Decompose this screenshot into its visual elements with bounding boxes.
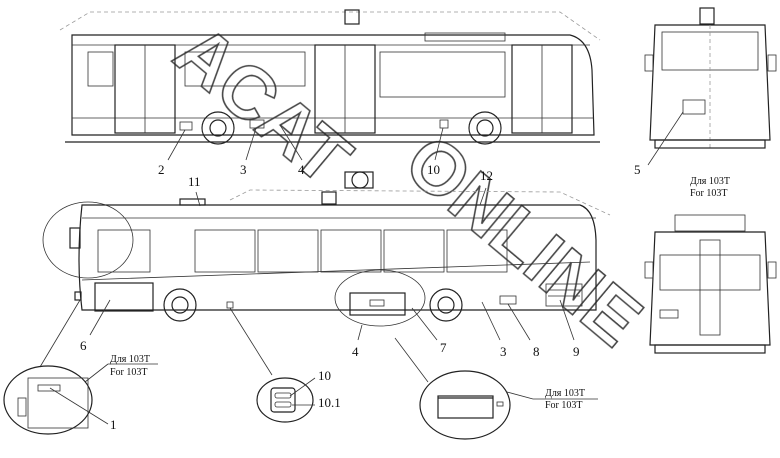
callout-11: 11 <box>188 174 201 189</box>
callout-6: 6 <box>80 338 87 353</box>
bus-rear-view: 5 Для 103Т For 103T <box>344 7 777 199</box>
note-en-panel: For 103T <box>545 400 583 411</box>
detail-lamp: 10 10.1 <box>229 307 341 423</box>
note-ru-panel: Для 103Т <box>545 388 585 399</box>
detail-panel: Для 103Т For 103T <box>394 337 598 440</box>
callouts-lower: 11 12 6 4 7 3 8 9 <box>80 168 580 359</box>
callout-7: 7 <box>440 340 447 355</box>
note-en-front: For 103T <box>110 367 148 378</box>
callout-3: 3 <box>240 162 247 177</box>
watermark: ACAT ONLINE <box>159 8 658 363</box>
bus-side-view-lower <box>42 189 611 327</box>
callouts-upper: 2 3 4 10 <box>158 124 444 177</box>
callout-4: 4 <box>298 162 305 177</box>
bus-rear-view-lower <box>644 214 777 354</box>
note-ru-front: Для 103Т <box>110 354 150 365</box>
note-ru-rear: Для 103Т <box>690 176 730 187</box>
bus-side-view-upper <box>59 9 601 145</box>
callout-8: 8 <box>533 344 540 359</box>
callout-5: 5 <box>634 162 641 177</box>
callout-2: 2 <box>158 162 165 177</box>
callout-10-detail: 10 <box>318 368 331 383</box>
callout-10: 10 <box>427 162 440 177</box>
callout-1: 1 <box>110 417 117 432</box>
callout-12: 12 <box>480 168 493 183</box>
callout-10-1: 10.1 <box>318 395 341 410</box>
callout-9: 9 <box>573 344 580 359</box>
callout-3-lower: 3 <box>500 344 507 359</box>
svg-text:ONLINE: ONLINE <box>390 119 658 362</box>
detail-front: 1 Для 103Т For 103T <box>3 299 158 435</box>
svg-text:ACAT: ACAT <box>160 9 367 201</box>
callout-4-lower: 4 <box>352 344 359 359</box>
note-en-rear: For 103T <box>690 188 728 199</box>
